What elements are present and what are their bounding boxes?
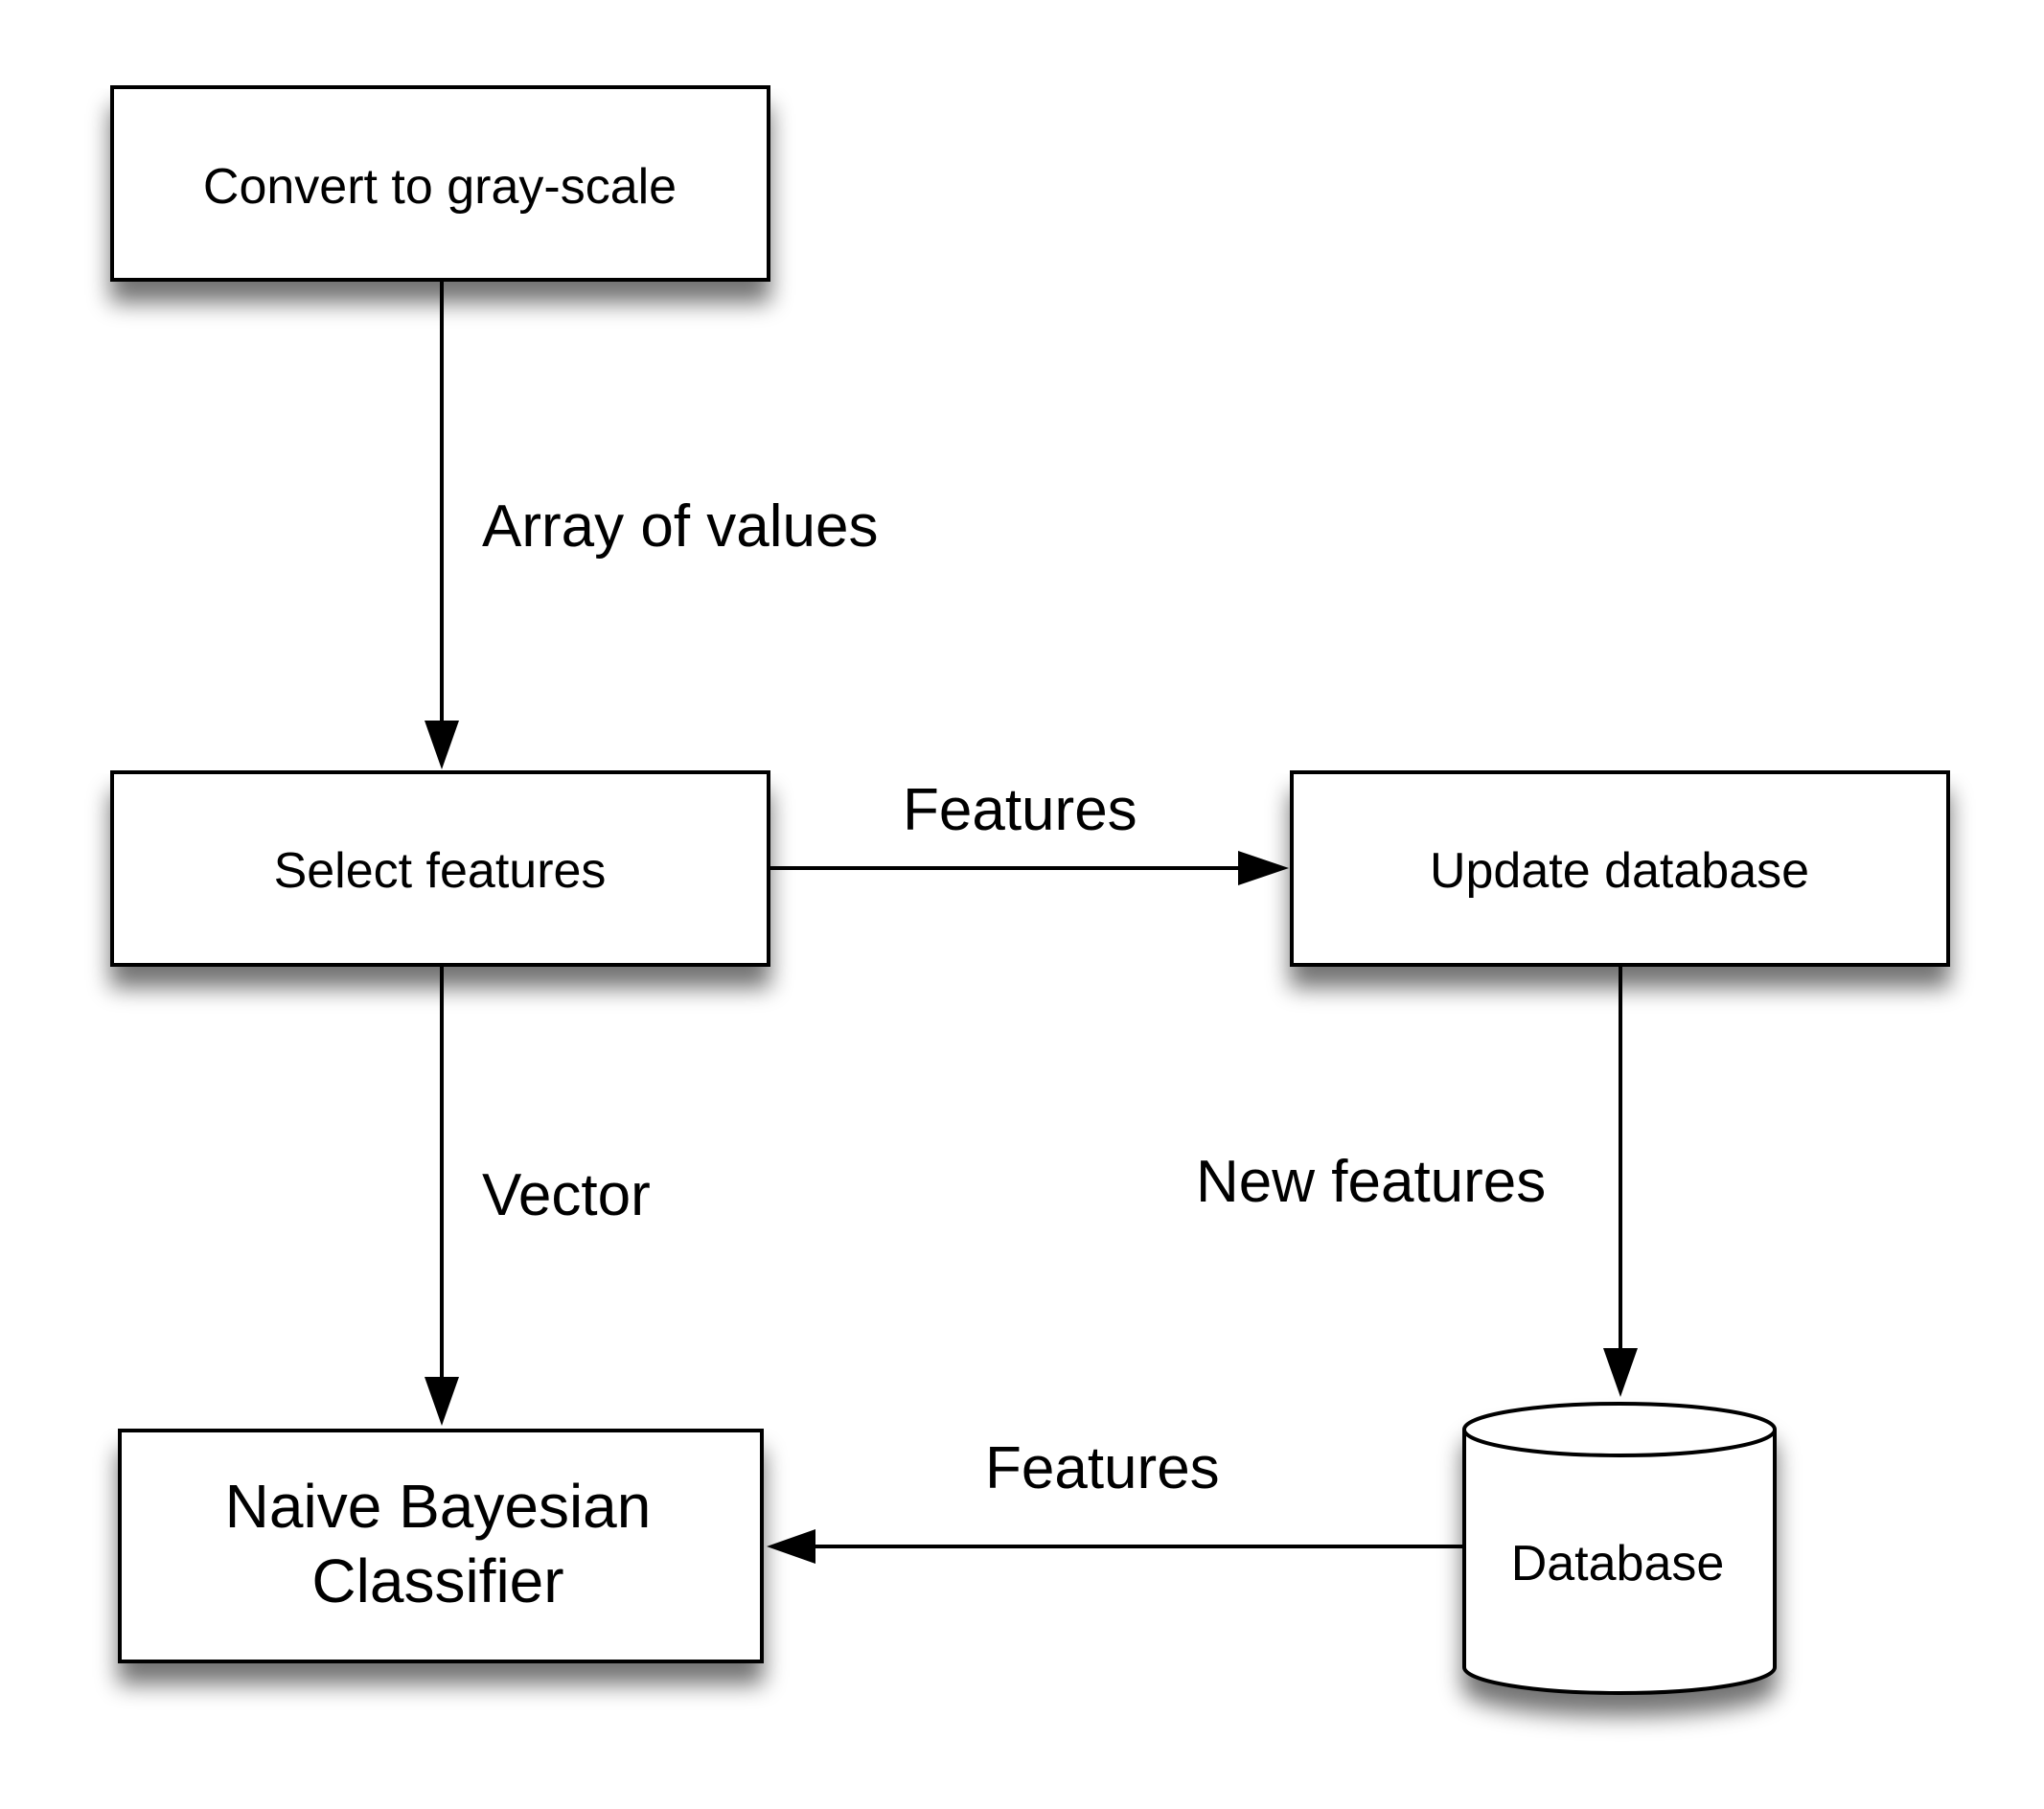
cylinder-top <box>1462 1402 1777 1457</box>
node-select-features: Select features <box>110 770 770 967</box>
node-update-database: Update database <box>1290 770 1950 967</box>
node-label-line-1: Naive Bayesian <box>225 1472 652 1541</box>
edge-label-vector: Vector <box>482 1162 651 1228</box>
node-label-line-2: Classifier <box>311 1546 563 1615</box>
edge-update-to-database <box>1603 966 1638 1397</box>
edge-select-to-classifier <box>425 966 459 1426</box>
arrow-head <box>425 1377 459 1426</box>
cylinder-body <box>1462 1430 1777 1695</box>
edge-label-features-bottom: Features <box>985 1435 1220 1501</box>
edge-label-new-features: New features <box>1196 1149 1546 1215</box>
arrow-head <box>1238 851 1289 885</box>
edge-select-to-update <box>769 851 1289 885</box>
node-box <box>1290 770 1950 967</box>
edge-label-array-of-values: Array of values <box>482 493 879 560</box>
arrow-head <box>425 721 459 769</box>
node-convert-to-gray-scale: Convert to gray-scale <box>110 85 770 282</box>
arrow-head <box>1603 1348 1638 1397</box>
node-box <box>118 1429 764 1663</box>
node-label: Update database <box>1430 843 1809 899</box>
node-database: Database <box>1462 1402 1777 1695</box>
node-label: Select features <box>274 843 607 899</box>
node-naive-bayesian-classifier: Naive Bayesian Classifier <box>118 1429 764 1663</box>
node-box <box>110 770 770 967</box>
edge-convert-to-select <box>425 282 459 769</box>
database-cylinder-icon <box>1462 1402 1777 1695</box>
edge-label-features-top: Features <box>903 777 1137 843</box>
node-box <box>110 85 770 282</box>
node-label: Database <box>1511 1536 1725 1591</box>
edge-database-to-classifier <box>767 1529 1466 1564</box>
node-label: Convert to gray-scale <box>203 159 677 215</box>
arrow-head <box>767 1529 815 1564</box>
